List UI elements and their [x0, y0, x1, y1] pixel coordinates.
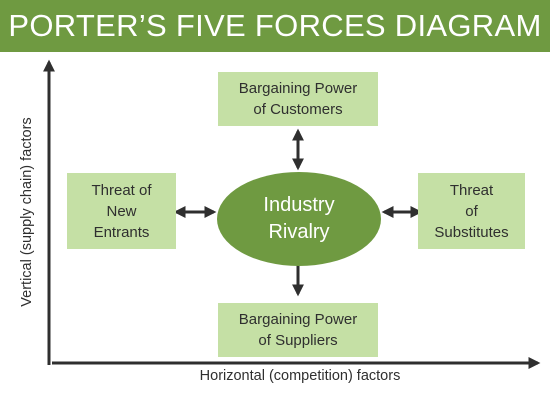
industry-rivalry-label: Industry Rivalry [263, 194, 335, 243]
substitutes-box: Threat of Substitutes [418, 173, 525, 249]
suppliers-box: Bargaining Power of Suppliers [218, 303, 378, 357]
new-entrants-label: Threat of New Entrants [91, 181, 152, 241]
industry-rivalry-ellipse: Industry Rivalry [217, 172, 381, 266]
vertical-axis-label: Vertical (supply chain) factors [19, 117, 35, 307]
horizontal-axis-label: Horizontal (competition) factors [199, 368, 401, 384]
suppliers-label: Bargaining Power of Suppliers [238, 311, 358, 349]
customers-box: Bargaining Power of Customers [218, 72, 378, 126]
diagram-title: PORTER’S FIVE FORCES DIAGRAM [0, 0, 550, 52]
substitutes-label: Threat of Substitutes [434, 181, 509, 241]
customers-label: Bargaining Power of Customers [238, 80, 358, 118]
new-entrants-box: Threat of New Entrants [67, 173, 176, 249]
